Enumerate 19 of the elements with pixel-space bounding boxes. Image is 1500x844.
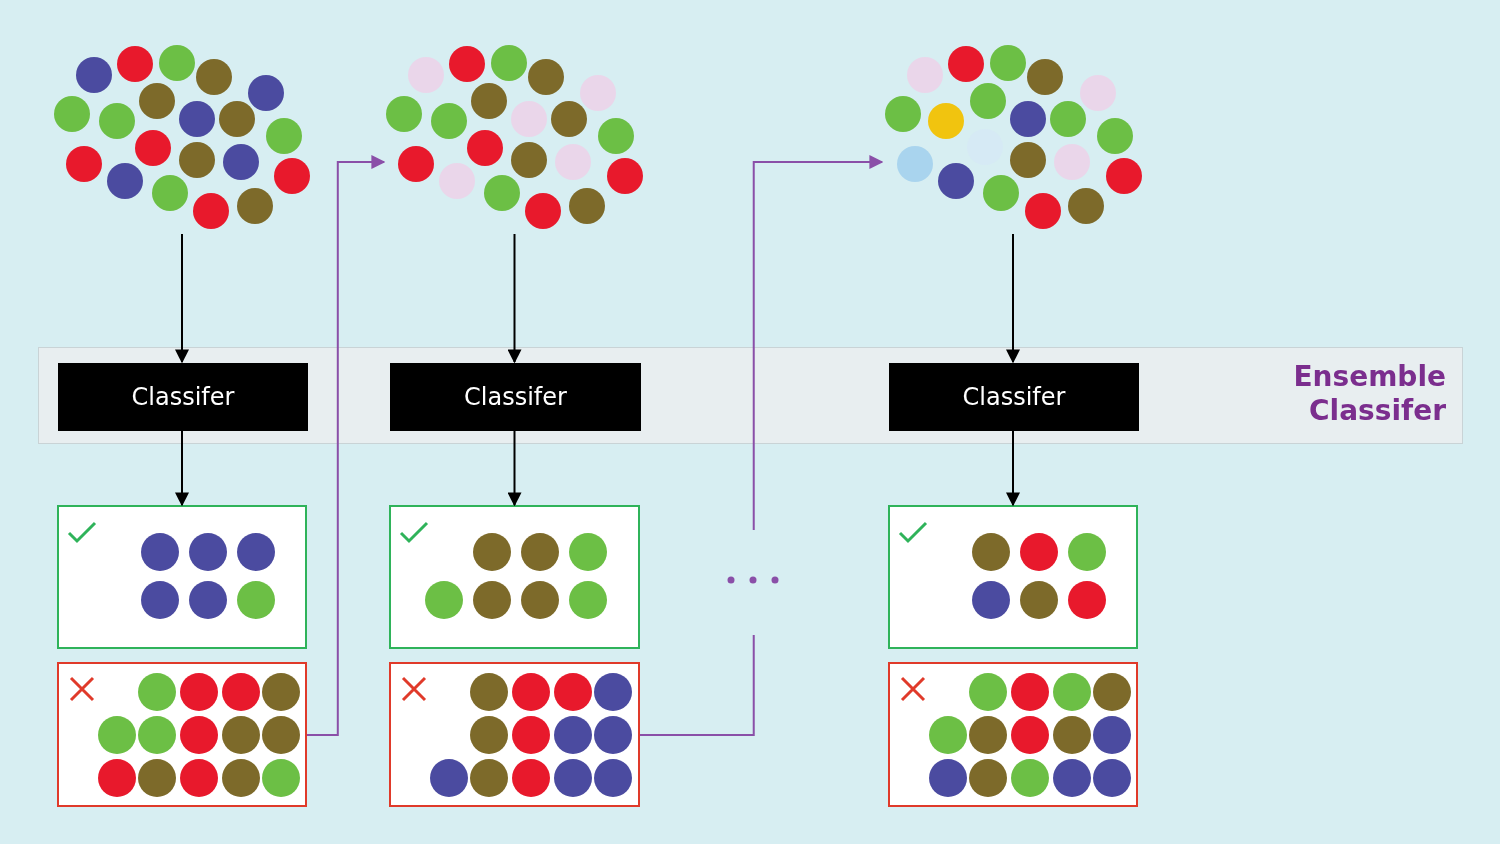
misclassified-result-box	[888, 662, 1138, 807]
loop-arrow	[306, 155, 386, 736]
classifier-box: Classifer	[889, 363, 1139, 431]
classifier-box: Classifer	[58, 363, 308, 431]
arrow	[1006, 233, 1020, 364]
correct-result-box	[57, 505, 307, 649]
misclassified-result-box	[389, 662, 640, 807]
arrow	[507, 429, 522, 507]
correct-result-box	[389, 505, 640, 649]
arrow	[1006, 429, 1020, 507]
classifier-band	[38, 347, 1463, 444]
band-label: Ensemble Classifer	[1292, 360, 1446, 428]
misclassified-result-box	[57, 662, 307, 807]
loop-arrow	[639, 155, 884, 736]
arrow	[507, 233, 522, 364]
arrow	[175, 233, 189, 364]
arrow	[175, 429, 189, 507]
classifier-box: Classifer	[390, 363, 641, 431]
correct-result-box	[888, 505, 1138, 649]
